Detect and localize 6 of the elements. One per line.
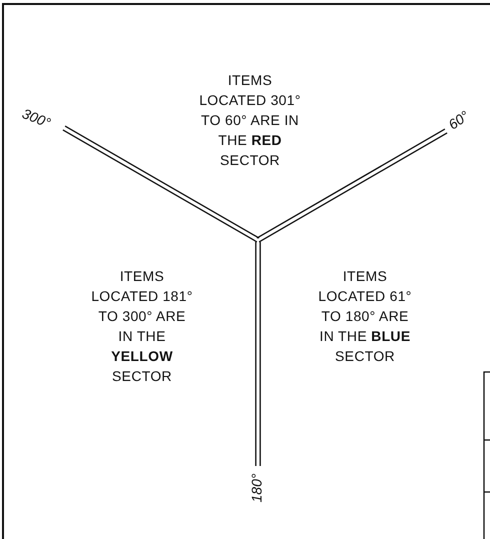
sector-note: ITEMS LOCATED 301° TO 60° ARE IN THE RED SECTOR [198, 71, 302, 170]
degree-label: 300° [20, 105, 53, 131]
degree-label: 60° [445, 107, 472, 133]
sector-note: ITEMS LOCATED 61° TO 180° ARE IN THE BLUE SECTOR [317, 267, 413, 366]
degree-label: 180° [248, 474, 264, 502]
sector-note: ITEMS LOCATED 181° TO 300° ARE IN THE YELLOW SECTOR [90, 267, 194, 386]
